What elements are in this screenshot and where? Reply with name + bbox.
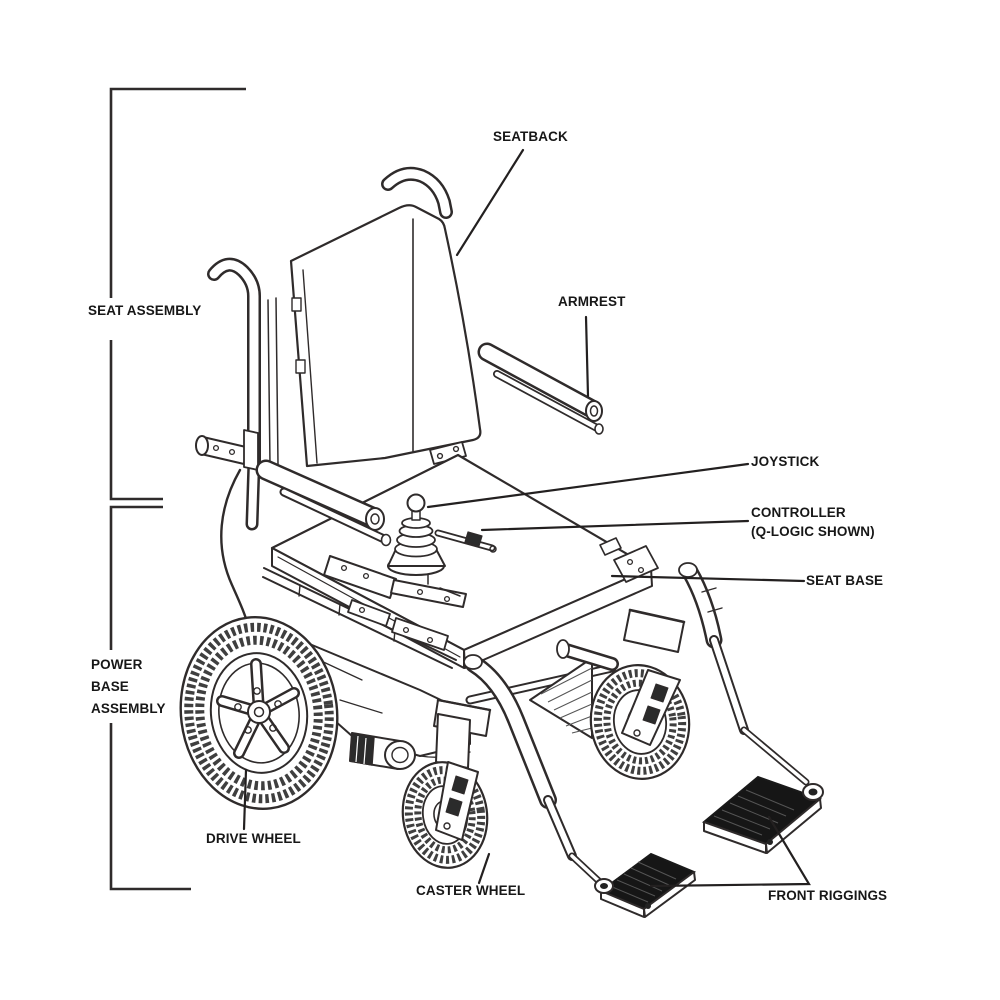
label-joystick-text: JOYSTICK xyxy=(751,454,820,469)
bracket-power-base-assembly xyxy=(109,505,191,891)
leader-drive-wheel xyxy=(242,768,248,831)
label-power-base-line3: ASSEMBLY xyxy=(91,701,166,716)
joystick-drawing xyxy=(323,493,497,608)
front-rigging-right xyxy=(678,562,824,854)
backrest-cane xyxy=(207,257,279,531)
cane-clamp xyxy=(195,429,259,471)
caster-wheel-front-drawing xyxy=(401,698,492,869)
label-seatback-text: SEATBACK xyxy=(493,129,568,144)
leader-joystick xyxy=(426,462,750,509)
leader-armrest xyxy=(584,315,590,398)
front-rigging-left xyxy=(463,654,697,918)
leader-seatback xyxy=(455,148,525,257)
label-controller-line1: CONTROLLER xyxy=(751,505,846,520)
push-handle xyxy=(381,166,453,219)
footplate-right xyxy=(702,775,824,854)
label-power-base-line2: BASE xyxy=(91,679,129,694)
label-drive-wheel-text: DRIVE WHEEL xyxy=(206,831,301,846)
label-armrest: ARMREST xyxy=(558,294,625,309)
leader-caster-wheel xyxy=(477,852,491,885)
label-seat-assembly: SEAT ASSEMBLY xyxy=(88,303,201,318)
label-caster-wheel-text: CASTER WHEEL xyxy=(416,883,526,898)
label-seatback: SEATBACK xyxy=(493,129,568,144)
label-drive-wheel: DRIVE WHEEL xyxy=(206,831,301,846)
label-controller: CONTROLLER (Q-LOGIC SHOWN) xyxy=(751,503,875,541)
caster-wheel-right-drawing xyxy=(556,608,691,780)
label-armrest-text: ARMREST xyxy=(558,294,626,309)
label-power-base-line1: POWER xyxy=(91,657,143,672)
label-seat-base: SEAT BASE xyxy=(806,573,883,588)
bracket-seat-assembly xyxy=(109,87,246,501)
leader-front-riggings xyxy=(649,815,811,888)
drive-wheel-drawing xyxy=(179,616,339,810)
armrest-left-drawing xyxy=(255,459,392,547)
label-seat-assembly-text: SEAT ASSEMBLY xyxy=(88,303,202,318)
footplate-left xyxy=(594,852,697,918)
label-front-riggings-text: FRONT RIGGINGS xyxy=(768,888,888,903)
seatback-drawing xyxy=(289,204,482,468)
leader-seat-base xyxy=(610,574,806,583)
label-power-base-assembly: POWER BASE ASSEMBLY xyxy=(91,654,166,720)
label-seat-base-text: SEAT BASE xyxy=(806,573,884,588)
leader-controller xyxy=(480,519,750,532)
label-front-riggings: FRONT RIGGINGS xyxy=(768,888,887,903)
armrest-right-drawing xyxy=(477,342,604,435)
label-controller-line2: (Q-LOGIC SHOWN) xyxy=(751,524,875,539)
label-joystick: JOYSTICK xyxy=(751,454,819,469)
label-caster-wheel: CASTER WHEEL xyxy=(416,883,525,898)
